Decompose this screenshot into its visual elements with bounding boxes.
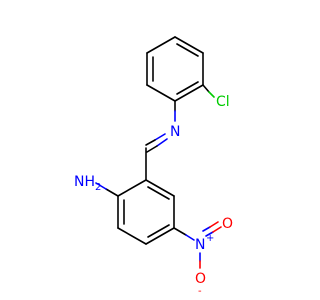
amine-nh: NH <box>74 174 95 190</box>
bond <box>173 227 187 236</box>
bond <box>174 84 204 102</box>
imine-double-bond <box>145 139 156 146</box>
nitro-nitrogen-charge: + <box>206 233 214 244</box>
double-bond-inner <box>147 224 170 238</box>
double-bond-inner <box>147 186 170 200</box>
bond-nitro <box>185 234 195 241</box>
bond <box>145 179 175 197</box>
molecule-diagram: Cl N NH2 N + O O - <box>74 36 233 297</box>
nitro-oxygen-charge: - <box>198 286 202 297</box>
double-bond-inner <box>176 81 199 95</box>
nitroaniline-ring <box>117 179 175 245</box>
nitro-double-bond <box>202 226 211 232</box>
structure-canvas: Cl N NH2 N + O O - <box>74 36 233 297</box>
nitro-double-bond <box>205 231 214 237</box>
amine-h-subscript: 2 <box>95 182 101 193</box>
bond-amine <box>95 182 107 190</box>
nitro-oxygen-top-label: O <box>222 216 233 232</box>
chlorophenyl-ring <box>146 36 204 102</box>
amine-label: NH2 <box>74 174 101 193</box>
nitro-double-bond <box>209 221 219 228</box>
imine-double-bond <box>146 145 158 153</box>
nitro-double-bond <box>212 226 222 233</box>
bond <box>145 227 175 245</box>
bond <box>105 188 119 197</box>
bond <box>174 36 204 54</box>
nitro-nitrogen-label: N <box>195 237 205 253</box>
nitro-oxygen-bottom-label: O <box>195 271 206 287</box>
bond <box>146 36 176 54</box>
bond <box>202 84 210 93</box>
imine-nitrogen-label: N <box>170 124 180 140</box>
imine-double-bond <box>154 133 166 141</box>
bond <box>117 227 147 245</box>
bond <box>146 84 176 102</box>
bond <box>117 179 147 197</box>
bond-chlorine <box>208 91 215 98</box>
double-bond-inner <box>176 43 199 57</box>
imine-double-bond <box>156 138 168 147</box>
chlorine-label: Cl <box>216 94 230 110</box>
